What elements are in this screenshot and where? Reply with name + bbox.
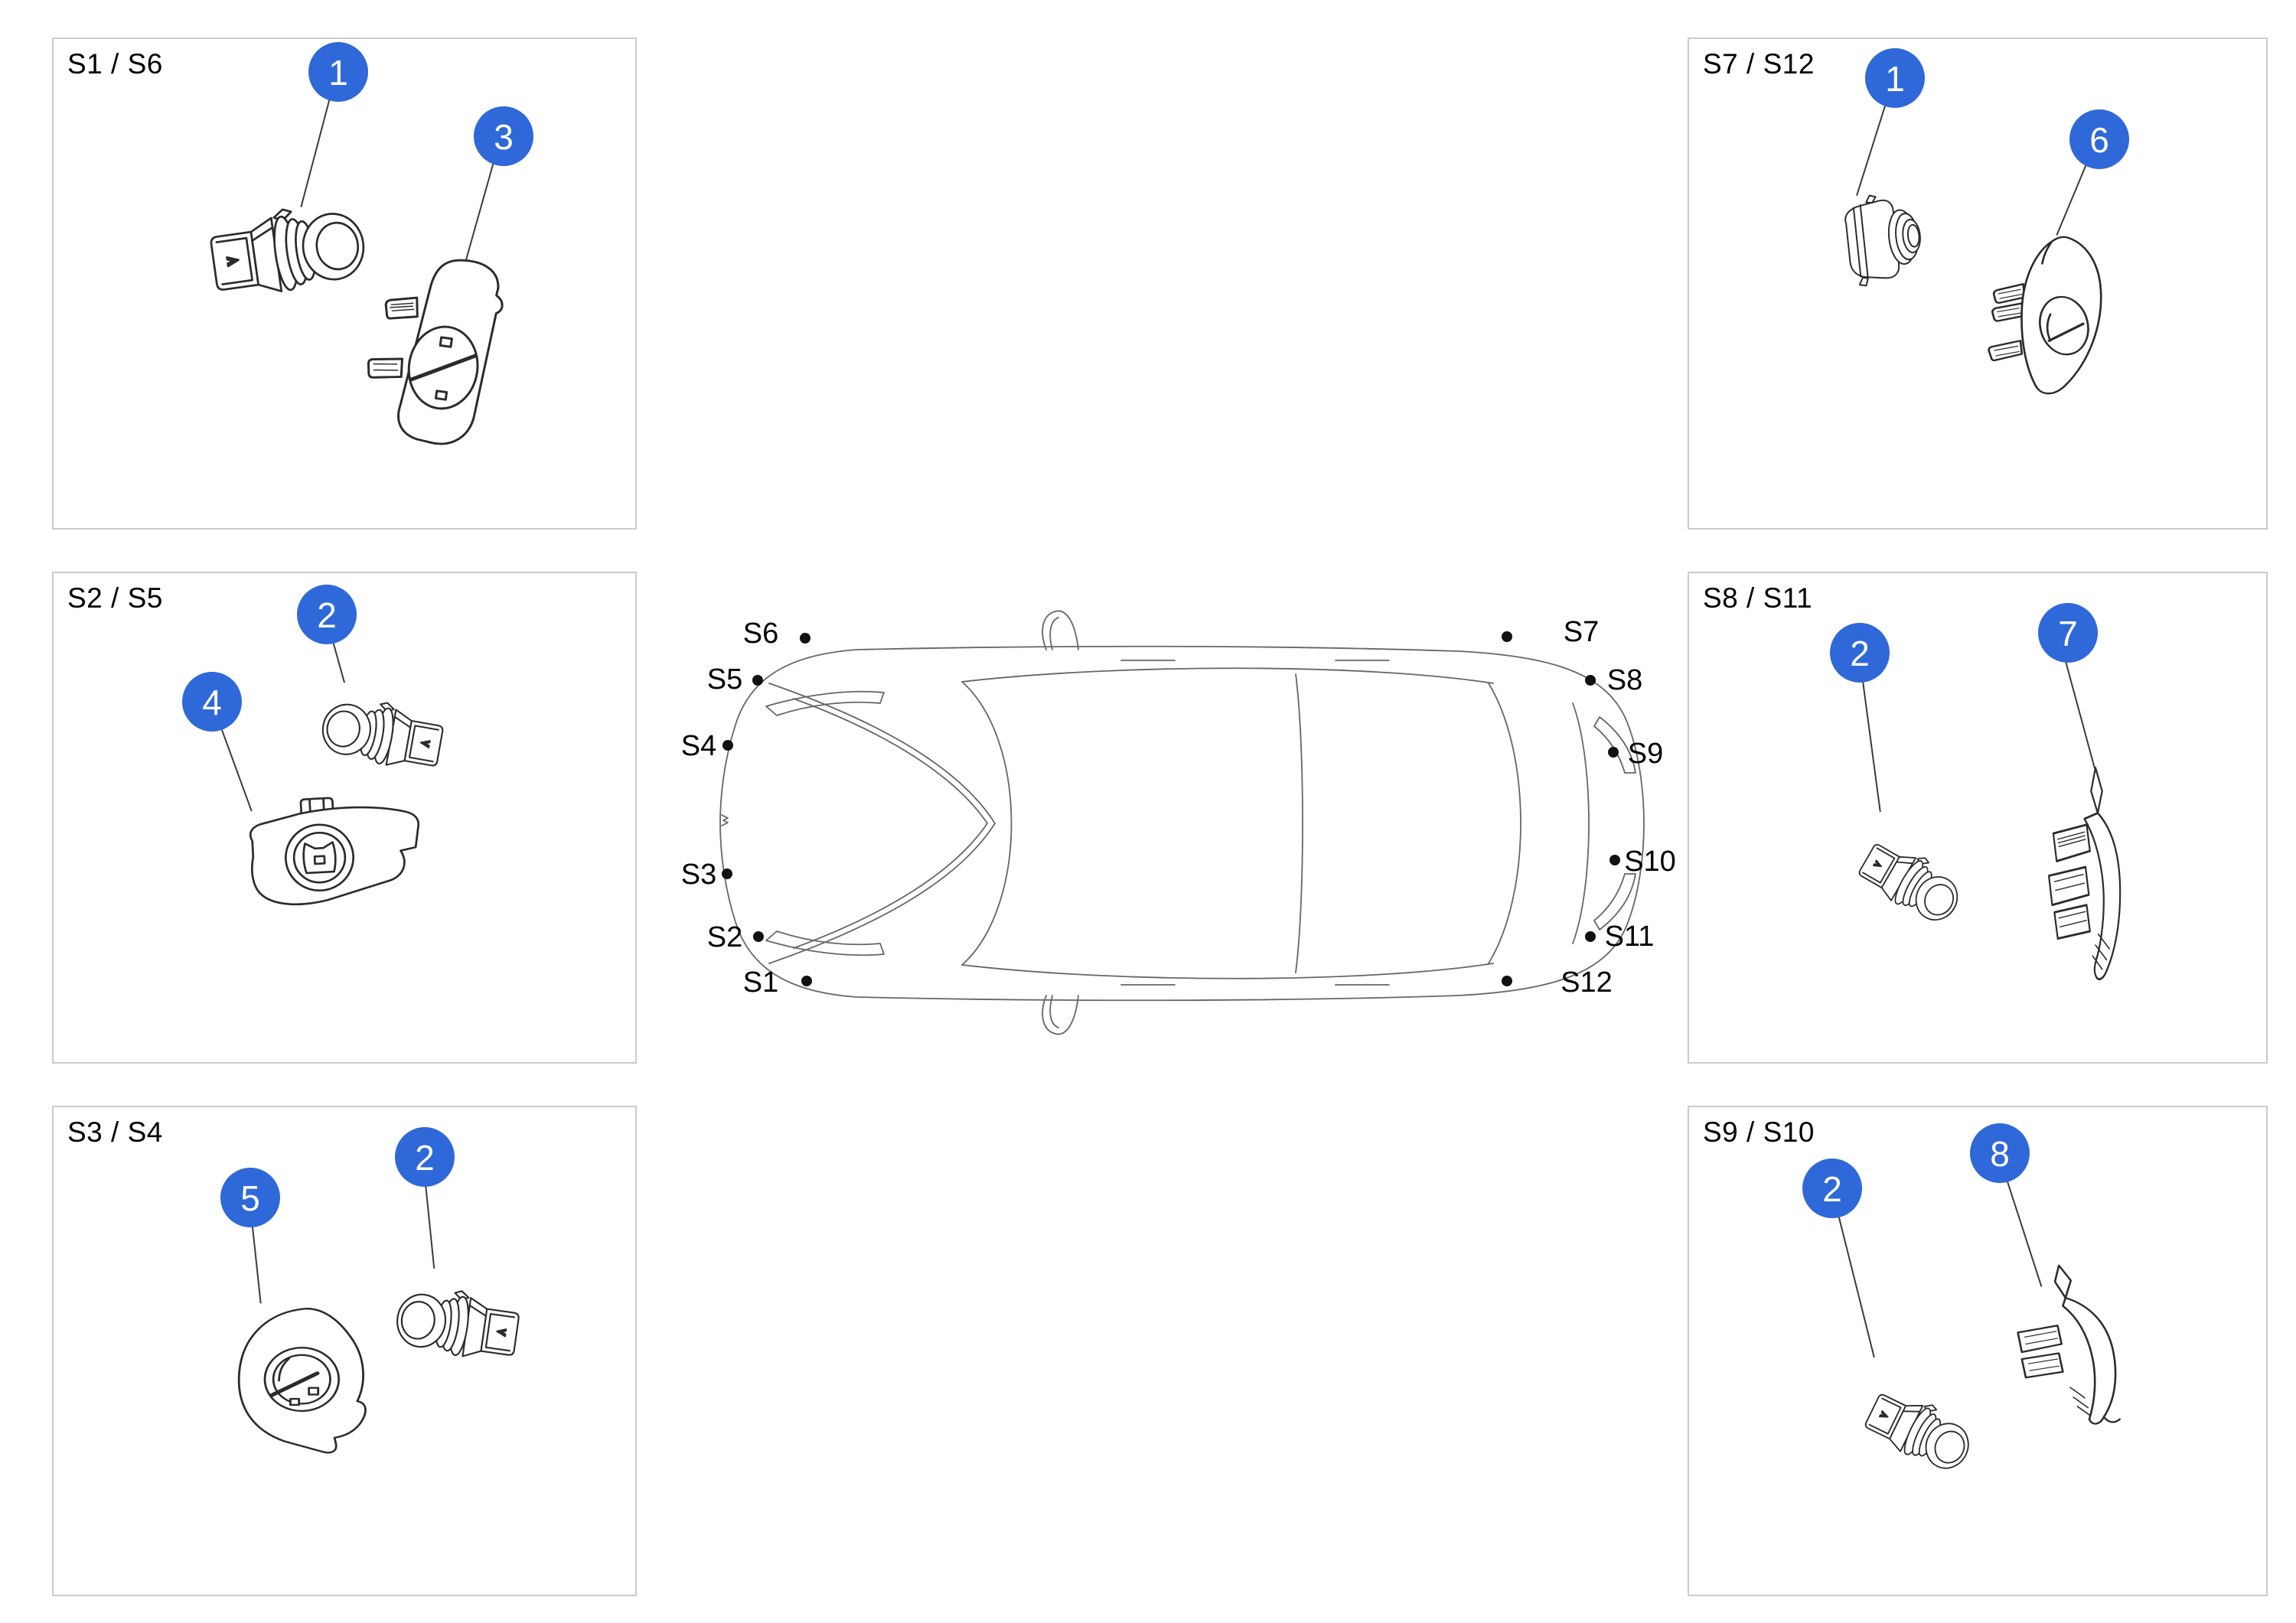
callout-balloon-5[interactable]: 5 [220,1168,280,1227]
panel-title: S2 / S5 [67,582,163,614]
panel-s2-s5: S2 / S5 2 4 [52,572,637,1064]
callout-balloon-1[interactable]: 1 [308,42,368,102]
parts-illustration-s8-s11 [1854,652,2122,981]
callout-number: 5 [240,1178,260,1218]
parking-sensor-part [1854,832,1970,930]
callout-balloon-6[interactable]: 6 [2069,109,2129,169]
leader-line [2065,662,2096,769]
parking-sensor-part [1842,190,1926,288]
panel-s9-s10: S9 / S10 2 8 [1688,1106,2268,1596]
car-label-s6: S6 [743,618,778,650]
panel-title: S3 / S4 [67,1116,163,1148]
sensor-dot-s3 [722,869,732,879]
car-top-view-svg: S1 S2 S3 S4 S5 S6 S7 S8 S9 S10 S11 S12 [681,610,1676,1035]
callout-number: 1 [328,53,348,93]
sensor-dot-s5 [752,675,763,686]
car-label-s11: S11 [1605,921,1655,953]
car-label-s10: S10 [1624,846,1676,878]
panel-s8-s11: S8 / S11 2 7 [1688,572,2268,1064]
sensor-bracket-part [247,792,424,908]
callout-number: 8 [1990,1134,2010,1174]
car-label-s2: S2 [707,921,742,953]
car-label-s9: S9 [1628,738,1663,770]
callout-number: 6 [2089,120,2109,160]
car-label-s3: S3 [681,859,716,891]
car-label-s4: S4 [681,730,716,762]
sensor-dot-s4 [722,740,733,751]
car-label-s12: S12 [1561,966,1613,999]
parts-illustration-s3-s4 [54,1156,523,1595]
sensor-bracket-part [1987,235,2102,396]
callout-number: 2 [415,1138,435,1178]
car-label-s8: S8 [1607,664,1642,696]
sensor-bracket-part [359,249,508,450]
callout-balloon-7[interactable]: 7 [2038,603,2098,663]
sensor-dot-s11 [1585,931,1596,942]
panel-s3-s4: S3 / S4 5 2 [52,1106,637,1596]
sensor-dot-s7 [1502,631,1512,642]
sensor-dot-s2 [753,931,764,942]
panel-s7-s12: S7 / S12 1 6 [1688,37,2268,530]
sensor-dot-s1 [801,976,812,986]
sensor-dot-s12 [1502,976,1512,986]
sensor-dot-s10 [1609,855,1620,865]
panel-title: S9 / S10 [1703,1116,1815,1148]
sensor-position-dots [722,631,1620,986]
sensor-dot-s9 [1608,747,1619,758]
parking-sensor-part [393,1282,523,1364]
car-top-view-diagram: S1 S2 S3 S4 S5 S6 S7 S8 S9 S10 S11 S12 [681,608,1688,1037]
sensor-position-labels: S1 S2 S3 S4 S5 S6 S7 S8 S9 S10 S11 S12 [681,616,1676,999]
callout-balloon-2[interactable]: 2 [395,1127,455,1187]
panel-title: S1 / S6 [67,48,163,80]
sensor-bracket-part [2047,766,2122,981]
parking-sensor-part [317,692,447,774]
callout-number: 3 [494,117,514,157]
callout-number: 2 [1822,1169,1842,1209]
callout-balloon-8[interactable]: 8 [1970,1123,2030,1183]
parts-illustration-s9-s10 [1831,1152,2122,1479]
panel-s1-s6: S1 / S6 1 3 [52,37,637,530]
parts-illustration-s2-s5 [210,614,447,908]
panel-title: S7 / S12 [1703,48,1815,80]
callout-number: 4 [202,683,222,722]
sensor-bracket-part [239,1309,365,1452]
callout-balloon-2[interactable]: 2 [1830,623,1890,683]
callout-number: 7 [2058,614,2078,653]
car-label-s1: S1 [743,966,778,999]
callout-number: 1 [1885,59,1905,99]
parts-illustration-s1-s6 [207,71,635,528]
callout-balloon-4[interactable]: 4 [182,672,242,732]
callout-balloon-3[interactable]: 3 [474,106,533,166]
callout-number: 2 [317,595,337,635]
car-label-s5: S5 [707,663,742,696]
callout-balloon-2[interactable]: 2 [1802,1159,1862,1218]
car-outline [719,610,1645,1035]
callout-balloon-1[interactable]: 1 [1865,48,1925,108]
sensor-bracket-part [2017,1264,2122,1425]
parts-illustration-s7-s12 [1842,77,2102,396]
panel-title: S8 / S11 [1703,582,1813,614]
callout-number: 2 [1850,634,1870,673]
parking-sensor-part [207,197,370,301]
car-label-s7: S7 [1564,616,1599,648]
sensor-dot-s6 [800,633,810,644]
callout-balloon-2[interactable]: 2 [297,585,357,644]
parking-sensor-part [1861,1381,1980,1479]
sensor-dot-s8 [1585,675,1596,686]
